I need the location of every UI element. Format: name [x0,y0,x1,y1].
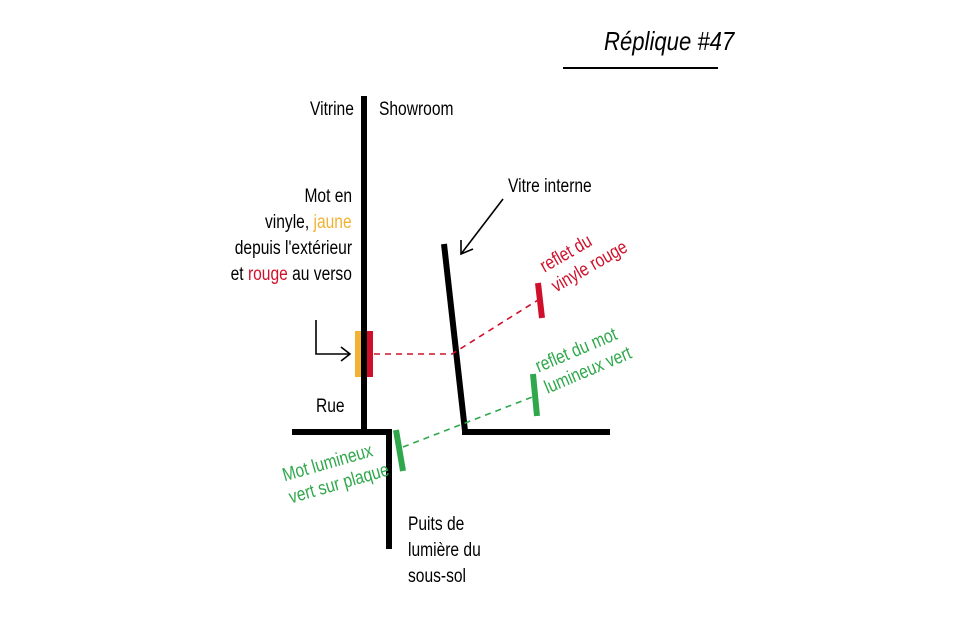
vinyl-yellow-face [355,331,361,377]
page-title: Réplique #47 [604,26,735,56]
green-reflection-ray [402,395,536,448]
label-light-well-line1: Puits de [408,514,465,535]
label-vitrine: Vitrine [310,99,354,120]
label-showroom: Showroom [379,99,454,120]
label-vinyl-word-yellow: jaune [313,212,352,233]
red-reflection-mark [535,282,545,319]
label-vinyl-word-line4-c: au verso [287,264,352,285]
label-vinyl-word-line4: et rouge au verso [231,263,352,287]
vinyl-pointer-arrow [315,320,350,355]
label-vinyl-word-line4-a: et [230,264,249,285]
label-light-well-line3: sous-sol [408,566,467,587]
label-vinyl-word-line2-a: vinyle, [265,212,314,233]
vitre-interne-arrowhead [460,240,474,256]
green-sign [393,429,406,472]
red-reflection-ray [374,299,539,355]
label-vitre-interne: Vitre interne [508,176,592,197]
label-vinyl-word-line3: depuis l'extérieur [234,238,352,259]
vinyl-pointer-arrowhead [340,346,352,362]
label-vinyl-word-line2: vinyle, jaune [265,211,352,235]
green-reflection-mark [530,373,540,417]
label-vinyl-word-red: rouge [248,264,288,285]
inner-glass [441,243,468,432]
vinyl-red-face [367,331,373,377]
label-vinyl-word-line1: Mot en [304,186,352,207]
label-rue: Rue [316,396,345,417]
label-light-well-line2: lumière du [408,540,481,561]
vitre-interne-arrow [460,198,504,255]
